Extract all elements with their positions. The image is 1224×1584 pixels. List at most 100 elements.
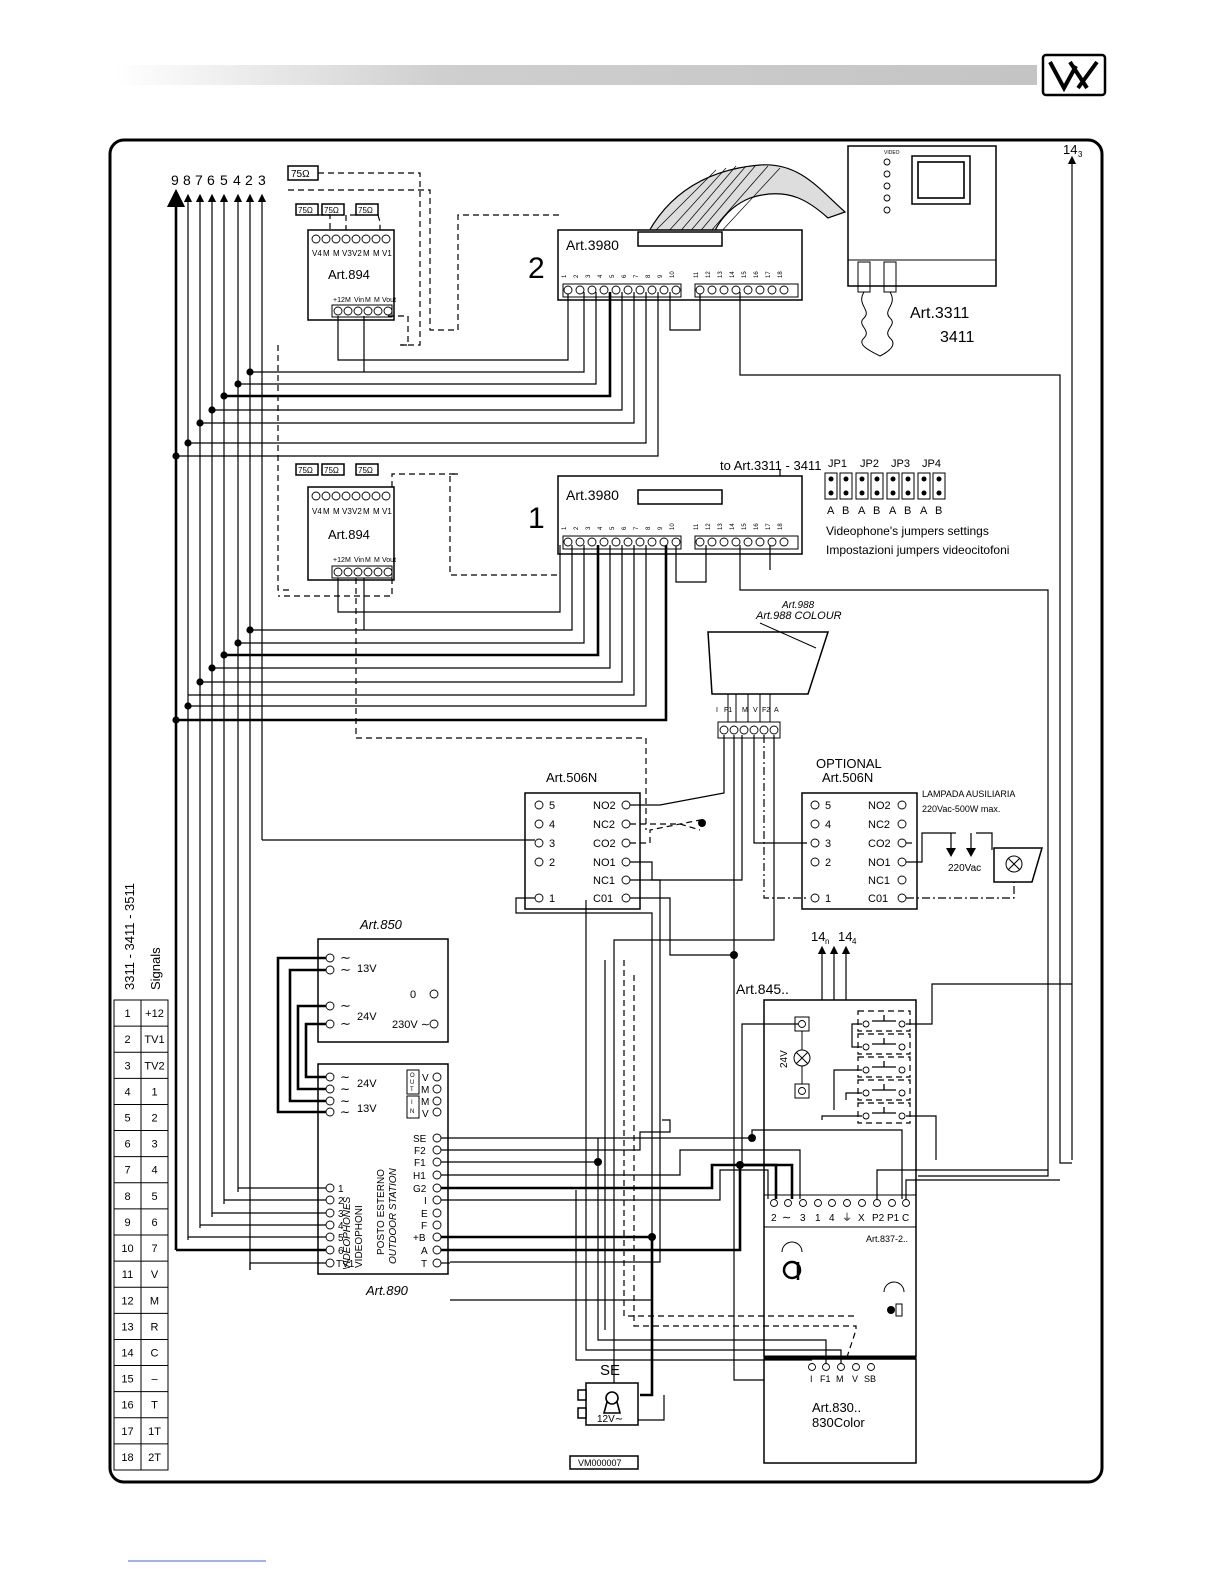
art3980-terminal [587,537,597,547]
jumper-pins [824,472,946,500]
art3980-terminal-number: 12 [706,523,712,530]
tilde-icon: ∼ [340,1082,350,1096]
term-label: 4 [549,819,555,831]
term-label: 4 [825,819,831,831]
bus-label-2: 2 [245,172,253,188]
wire-144-sub: 4 [852,937,857,946]
term-label: V [753,707,758,714]
term-label: G2 [413,1184,427,1195]
tilde-icon: ∼ [340,962,351,977]
term-label: V [422,1073,429,1084]
art3980-terminal-number: 1 [562,274,568,278]
term-label: F1 [414,1158,426,1169]
tilde-icon: ∼ [340,998,351,1013]
term-label: Vin [354,557,364,564]
signal-number: 1 [124,1008,130,1020]
term-label: P1 [887,1213,900,1224]
term-label: V3 [342,507,352,516]
art3980-terminal [587,285,597,295]
tilde-icon: ∼ [340,1105,350,1119]
power-wires [176,956,326,1270]
term-label: 5 [549,800,555,812]
art3980-terminal-number: 9 [658,526,664,530]
signal-number: 3 [124,1060,130,1072]
term-label: M [323,249,330,258]
term-label: M [421,1085,429,1096]
art3980-terminal [767,285,777,295]
jumper-jp4: JP4 [922,458,941,470]
term-label: 4 [829,1213,835,1224]
art3980-terminal-number: 4 [598,274,604,278]
art3980-terminal-number: 5 [610,526,616,530]
bus-label-7: 7 [195,172,203,188]
term-label: M [374,557,380,564]
term-label: M [742,707,748,714]
signal-name: V [151,1269,159,1281]
resistor-label: 75Ω [358,466,373,475]
bus-label-9: 9 [171,172,179,188]
signal-number: 17 [121,1426,133,1438]
term-label: V3 [342,249,352,258]
tilde-icon: ∼ [340,1070,350,1084]
to-monitor-label: to Art.3311 - 3411 [720,458,821,473]
signal-name: M [150,1295,159,1307]
art3980-terminal [743,537,753,547]
art3980-terminal [659,285,669,295]
term-label: 3 [338,1209,344,1220]
jumper-pos: B [935,505,942,517]
art506-optional-name: Art.506N [822,770,873,785]
art837-terms [770,1199,910,1207]
art845-24v: 24V [779,1050,790,1068]
jumper-caption-en: Videophone's jumpers settings [826,524,989,538]
art3980-terminal-number: 2 [574,526,580,530]
term-label: N [410,1109,414,1115]
term-label: M [333,507,340,516]
art3980-terminal-number: 9 [658,274,664,278]
art3980-terminal-number: 15 [742,523,748,530]
signal-number: 15 [121,1374,133,1386]
art3980-terminal-number: 11 [694,271,700,278]
art3980-2-name: Art.3980 [566,237,619,253]
art3980-terminal [731,285,741,295]
right-riser: 14 3 [1063,142,1083,1160]
art830-name-2: 830Color [812,1415,865,1430]
term-label: I [716,707,718,714]
jumper-pos: B [842,505,849,517]
riser-label-sub: 3 [1078,150,1083,159]
art3980-terminal [671,537,681,547]
monitor-name-2: 3411 [940,329,975,346]
art850-zero: 0 [410,989,416,1001]
term-label: M [363,249,370,258]
art3980-terminal-number: 17 [766,523,772,530]
signal-name: 2 [151,1113,157,1125]
logo-text: VX [1074,79,1076,81]
outdoor-wires [441,900,1060,1421]
art890-vert-posto: POSTO ESTERNO [376,1169,387,1255]
signals-title-1: 3311 - 3411 - 3511 [122,883,137,990]
term-label: V4 [312,249,322,258]
art3980-terminal-number: 13 [718,523,724,530]
signal-name: R [151,1321,159,1333]
art3980-terminal [635,285,645,295]
signal-number: 18 [121,1452,133,1464]
term-label: F [421,1221,427,1232]
jumper-pos: A [920,505,928,517]
art890-24v: 24V [357,1078,377,1090]
term-label: 2 [771,1213,777,1224]
monitor-panel-label: VIDEO [884,150,900,156]
art850-13v: 13V [357,963,377,975]
jumper-pos: A [889,505,897,517]
term-label: H1 [413,1171,426,1182]
art3980-terminal [563,537,573,547]
art3980-terminal [695,285,705,295]
art3980-terminal [611,285,621,295]
signal-number: 6 [124,1139,130,1151]
wire-14n-sub: n [825,937,829,946]
lamp-voltage: 220Vac [948,863,981,874]
term-label: 6 [338,1246,344,1257]
signal-number: 8 [124,1191,130,1203]
art3980-2-index: 2 [528,252,545,285]
art3980-terminal-number: 13 [718,271,724,278]
tilde-icon: ∼ [340,1016,351,1031]
art894-upper-name: Art.894 [328,267,370,282]
